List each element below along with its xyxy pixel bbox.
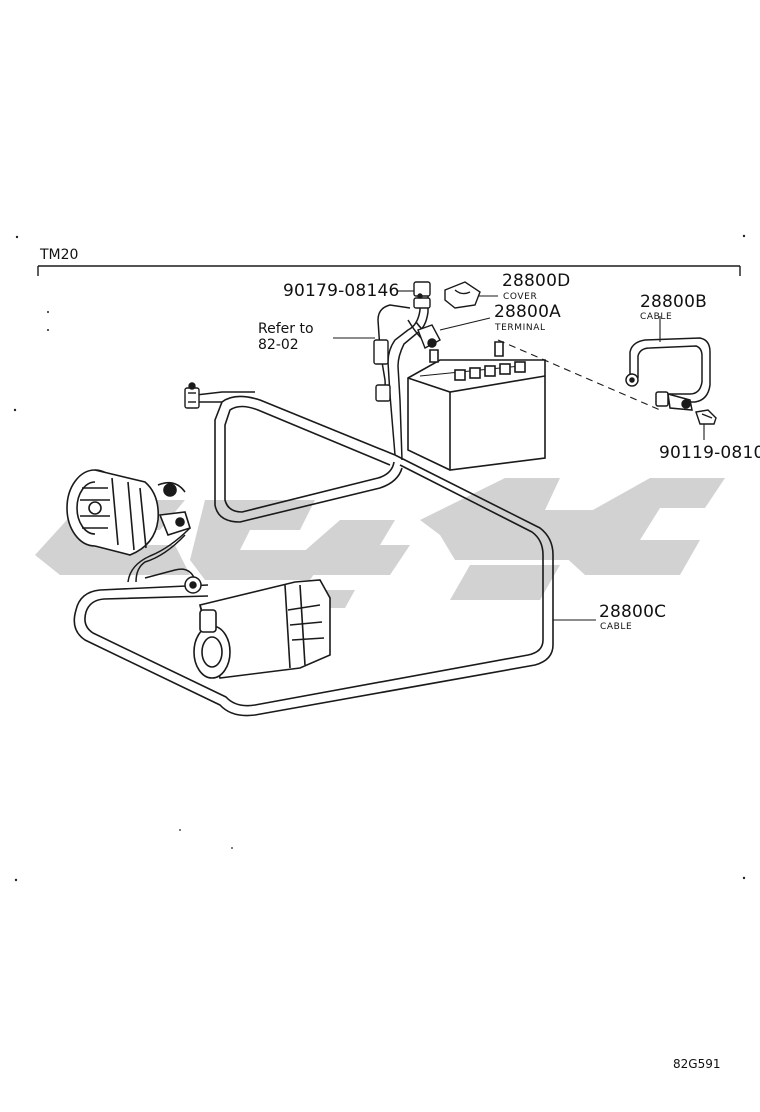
part-number-28800a[interactable]: 28800A: [494, 302, 561, 322]
caption-terminal: TERMINAL: [495, 323, 546, 333]
bolt-90119-drawing: [695, 409, 717, 425]
caption-cable-c: CABLE: [600, 622, 633, 632]
part-number-90119-0810[interactable]: 90119-0810: [659, 443, 760, 463]
section-bracket: [37, 265, 741, 276]
part-number-28800d[interactable]: 28800D: [502, 271, 571, 291]
connector-plug-left: [184, 382, 200, 409]
cable-28800b-drawing: [625, 337, 711, 411]
part-number-28800b[interactable]: 28800B: [640, 292, 707, 312]
figure-code: 82G591: [673, 1057, 721, 1071]
model-label: TM20: [40, 247, 79, 263]
part-number-28800c[interactable]: 28800C: [599, 602, 667, 622]
refer-to-page[interactable]: 82-02: [258, 337, 299, 353]
alternator-lead-wire: [127, 527, 202, 594]
starter-motor-drawing: [193, 579, 331, 679]
refer-to-text: Refer to: [258, 321, 314, 337]
caption-cable-b: CABLE: [640, 312, 673, 322]
terminal-cover-drawing: [444, 281, 481, 309]
leader-lines: [333, 290, 705, 621]
alternator-drawing: [66, 469, 192, 556]
scan-specks: [13, 234, 746, 882]
cable-28800c-drawing: [73, 391, 554, 717]
battery-drawing: [407, 341, 546, 471]
harness-connectors: [373, 281, 441, 402]
caption-cover: COVER: [503, 292, 538, 302]
part-number-90179-08146[interactable]: 90179-08146: [283, 281, 400, 301]
